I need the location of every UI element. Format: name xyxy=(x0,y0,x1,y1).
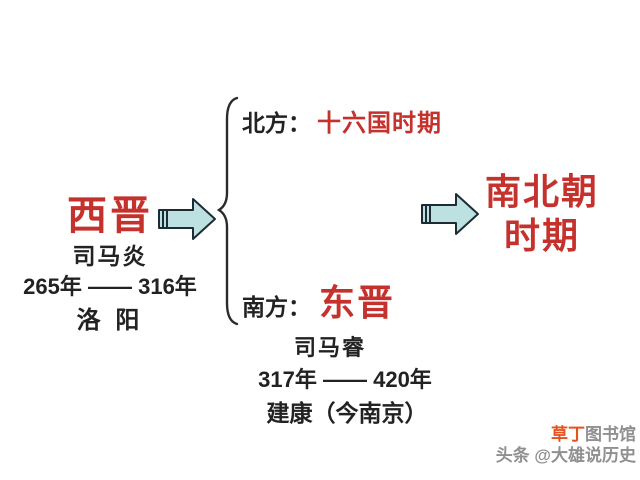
north-branch-label: 北方： xyxy=(242,110,311,136)
south-branch-period: 东晋 xyxy=(319,282,396,323)
watermark: 草丁图书馆 头条 @大雄说历史 xyxy=(416,424,636,466)
western-jin-years: 265年 —— 316年 xyxy=(23,274,197,299)
arrow-shape xyxy=(421,193,479,235)
result-period-line1: 南北朝 xyxy=(484,171,599,212)
south-branch-label: 南方： xyxy=(242,294,311,320)
watermark-brand-highlight: 草丁 xyxy=(551,425,585,444)
brace-path xyxy=(216,96,239,326)
north-branch-period: 十六国时期 xyxy=(317,110,442,137)
arrow-shape xyxy=(158,198,216,240)
south-branch: 南方： 东晋 xyxy=(242,274,395,326)
result-period-title: 南北朝 时期 xyxy=(478,170,606,258)
result-period-line2: 时期 xyxy=(503,215,580,256)
watermark-brand: 草丁图书馆 xyxy=(551,425,636,444)
western-jin-capital: 洛 阳 xyxy=(76,307,144,334)
right-block-arrow-icon xyxy=(158,198,216,240)
eastern-jin-capital: 建康（今南京） xyxy=(266,400,428,426)
western-jin-title: 西晋 xyxy=(67,194,153,238)
watermark-brand-rest: 图书馆 xyxy=(585,425,636,444)
western-jin-ruler: 司马炎 xyxy=(72,243,148,269)
eastern-jin-ruler: 司马睿 xyxy=(293,335,366,360)
right-block-arrow-icon xyxy=(421,193,479,235)
north-branch: 北方： 十六国时期 xyxy=(242,103,442,138)
eastern-jin-years: 317年 —— 420年 xyxy=(258,367,432,392)
watermark-credit: 头条 @大雄说历史 xyxy=(495,446,636,465)
left-curly-brace-icon xyxy=(216,96,239,326)
